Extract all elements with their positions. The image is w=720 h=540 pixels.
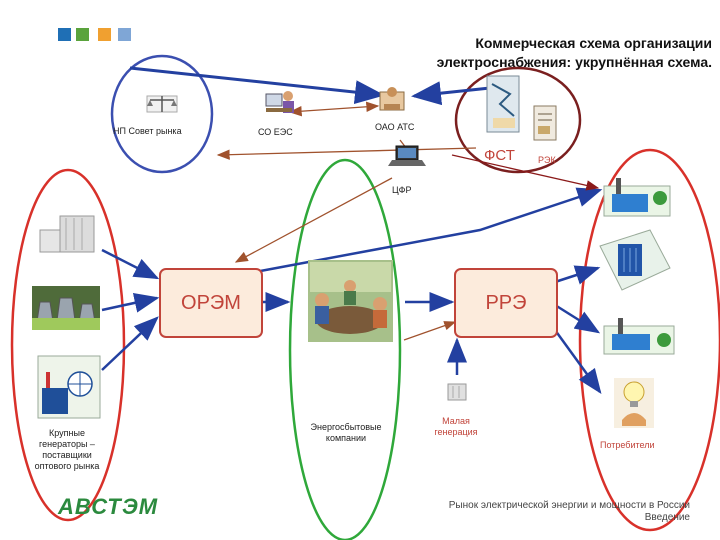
arrow-rre-to-consumer-2 [554,303,601,334]
arrow-fst-to-np [216,147,477,160]
operator-icon [265,91,294,113]
arrow-rre-to-consumer-1 [554,265,601,285]
arrow-cfr-to-orem [234,177,393,263]
arrow-sales-rre-thin [403,321,457,341]
color-tag-3 [98,28,111,41]
arrow-np-to-ats [129,66,385,105]
cooling-towers-icon [32,286,100,330]
title-line-1: Коммерческая схема организации [475,35,712,51]
document-icon [533,105,557,141]
arrow-gen3-to-orem [101,316,159,371]
orem-box[interactable]: ОРЭМ [159,268,263,338]
small-plant-icon [447,383,467,401]
consumers-oval [578,148,720,532]
arrow-rek-to-consumers [451,154,600,191]
consumers-label: Потребители [600,440,655,450]
arrow-orem-to-consumers [254,187,603,274]
footer: Рынок электрической энергии и мощности в… [449,500,690,524]
arrow-soees-ats [288,101,380,117]
generators-label: Крупные генераторы – поставщики оптового… [34,428,100,471]
rre-label: РРЭ [485,291,527,314]
rre-box[interactable]: РРЭ [454,268,558,338]
clerk-icon [379,87,405,111]
color-tag-4 [118,28,131,41]
small-generation-label: Малая генерация [434,416,478,437]
cfr-label: ЦФР [392,185,412,195]
page-title: Коммерческая схема организации электросн… [372,34,712,72]
laptop-icon [388,145,426,166]
oao-ats-label: ОАО АТС [375,122,415,132]
color-tag-2 [76,28,89,41]
factory-icon-2 [603,318,675,355]
sales-companies-oval [288,158,402,540]
arrow-gen2-to-orem [101,293,160,313]
company-logo: АВСТЭМ [58,494,159,519]
factory-globe-icon [37,355,101,419]
documents-icon [486,75,520,133]
so-ees-label: СО ЕЭС [258,127,293,137]
factory-icon [603,178,671,217]
office-building-icon [599,229,671,291]
title-line-2: электроснабжения: укрупнённая схема. [436,54,712,70]
lightbulb-hand-icon [614,378,654,428]
color-tag-1 [58,28,71,41]
arrow-gen1-to-orem [101,248,160,280]
fst-label: ФСТ [484,147,515,164]
regulators-oval [454,66,582,174]
footer-line-1: Рынок электрической энергии и мощности в… [448,500,690,511]
meeting-icon [308,260,393,342]
arrow-rre-to-consumer-3 [553,329,602,395]
footer-line-2: Введение [644,512,690,523]
rek-label: РЭК [538,155,556,165]
generators-oval [10,168,126,522]
scales-icon [146,95,178,113]
sales-companies-label: Энергосбытовые компании [310,422,382,443]
np-sovet-oval [110,54,214,174]
np-sovet-label: НП Совет рынка [113,126,182,136]
orem-label: ОРЭМ [181,291,241,314]
power-plant-icon [39,215,95,253]
arrow-fst-to-ats [411,81,491,106]
